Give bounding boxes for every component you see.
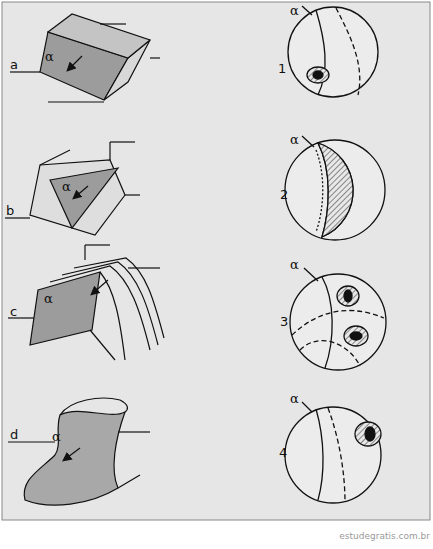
- part-letter: b: [6, 204, 14, 217]
- alpha-label: α: [62, 180, 71, 193]
- part-letter: d: [10, 428, 18, 441]
- callout-number: 1: [278, 62, 286, 75]
- alpha-label: α: [290, 4, 299, 17]
- watermark: estudegratis.com.br: [339, 532, 430, 541]
- alpha-label: α: [52, 430, 61, 443]
- alpha-label: α: [290, 133, 299, 146]
- alpha-label: α: [290, 258, 299, 271]
- callout-number: 2: [280, 188, 288, 201]
- part-letter: c: [10, 305, 17, 318]
- alpha-label: α: [45, 50, 54, 63]
- part-letter: a: [10, 58, 18, 71]
- callout-number: 4: [279, 446, 287, 459]
- callout-number: 3: [280, 315, 288, 328]
- alpha-label: α: [290, 392, 299, 405]
- alpha-label: α: [44, 292, 53, 305]
